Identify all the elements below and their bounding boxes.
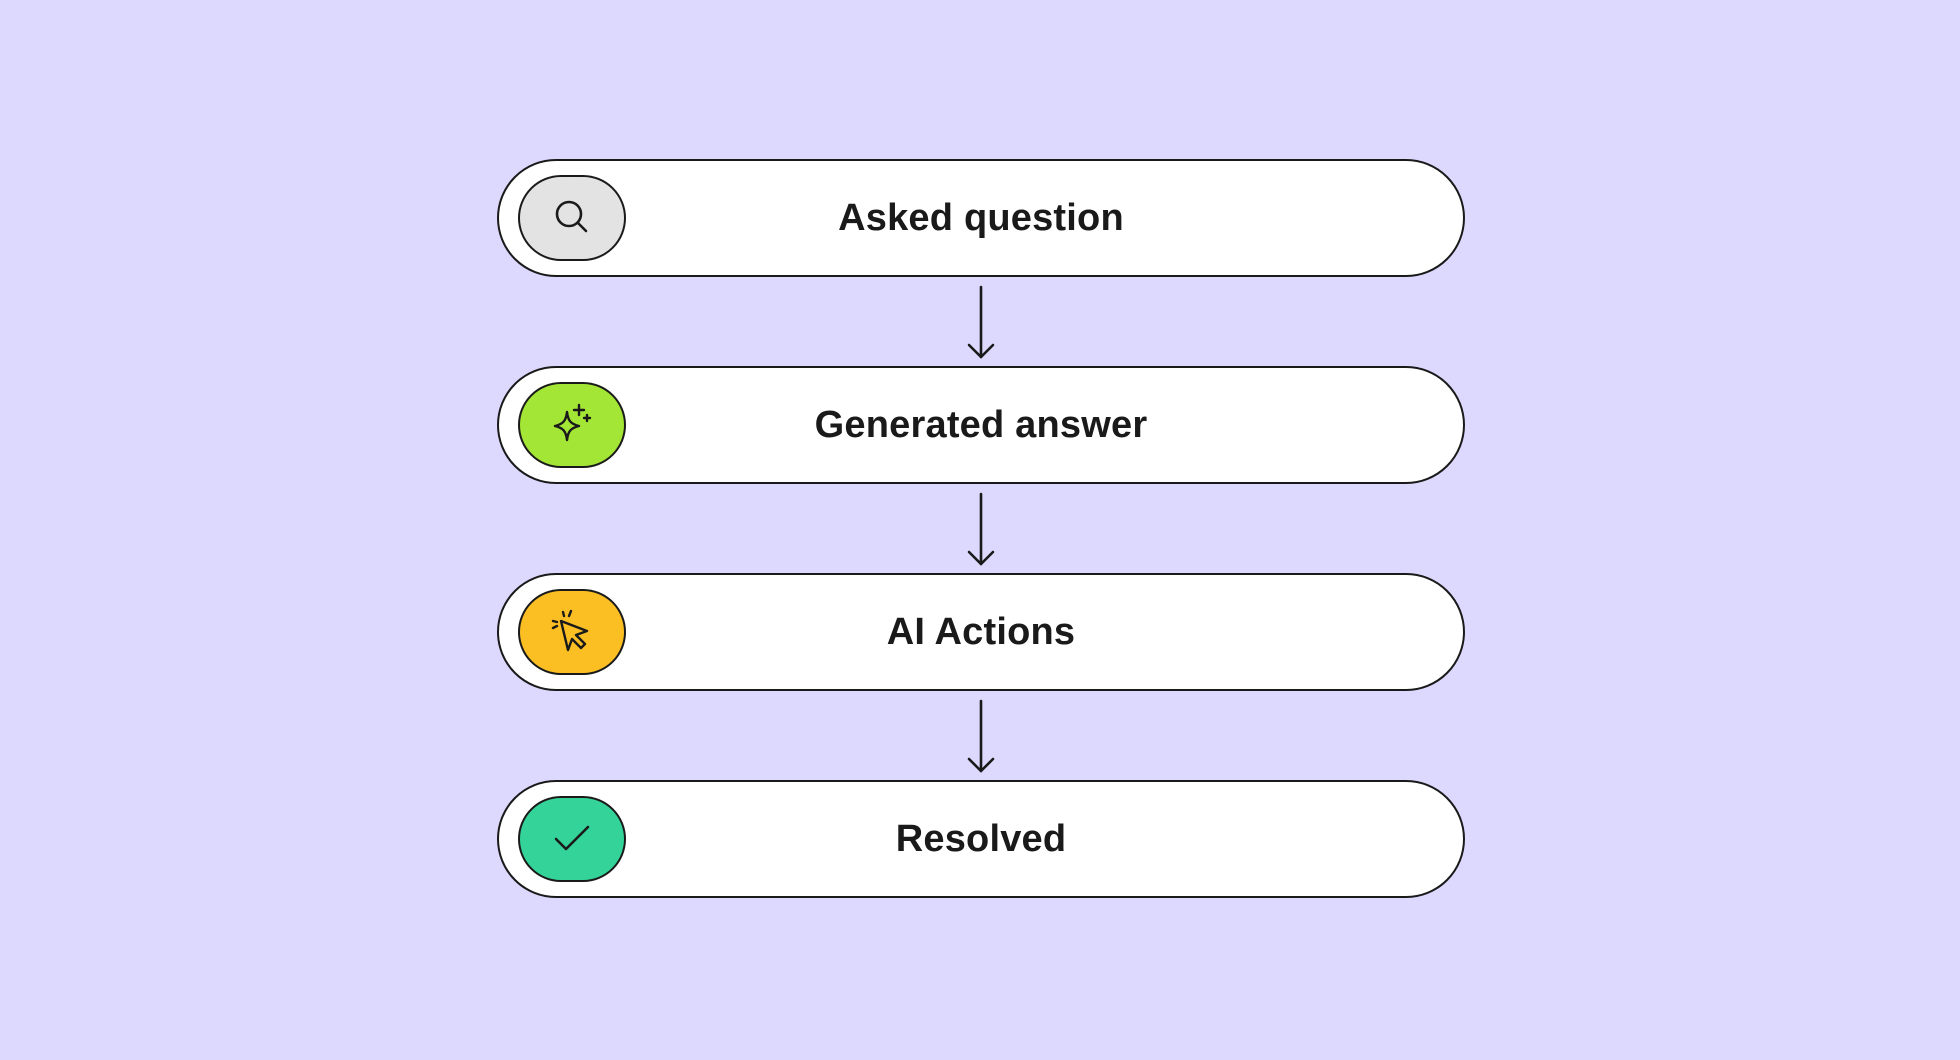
step-generated-answer: Generated answer — [497, 366, 1465, 484]
step-asked-question: Asked question — [497, 159, 1465, 277]
search-icon — [555, 200, 588, 233]
step-label: AI Actions — [886, 610, 1076, 653]
step-resolved: Resolved — [497, 780, 1465, 898]
step-icon-badge — [518, 589, 626, 675]
check-icon — [554, 825, 590, 851]
step-label: Resolved — [895, 817, 1067, 860]
flow-arrow — [966, 492, 996, 566]
step-label: Generated answer — [814, 403, 1148, 446]
step-ai-actions: AI Actions — [497, 573, 1465, 691]
step-label: Asked question — [838, 196, 1124, 239]
step-icon-badge — [518, 175, 626, 261]
step-icon-badge — [518, 382, 626, 468]
flow-arrow — [966, 285, 996, 359]
sparkle-icon — [553, 403, 592, 442]
cursor-click-icon — [551, 609, 589, 652]
flow-arrow — [966, 699, 996, 773]
step-icon-badge — [518, 796, 626, 882]
